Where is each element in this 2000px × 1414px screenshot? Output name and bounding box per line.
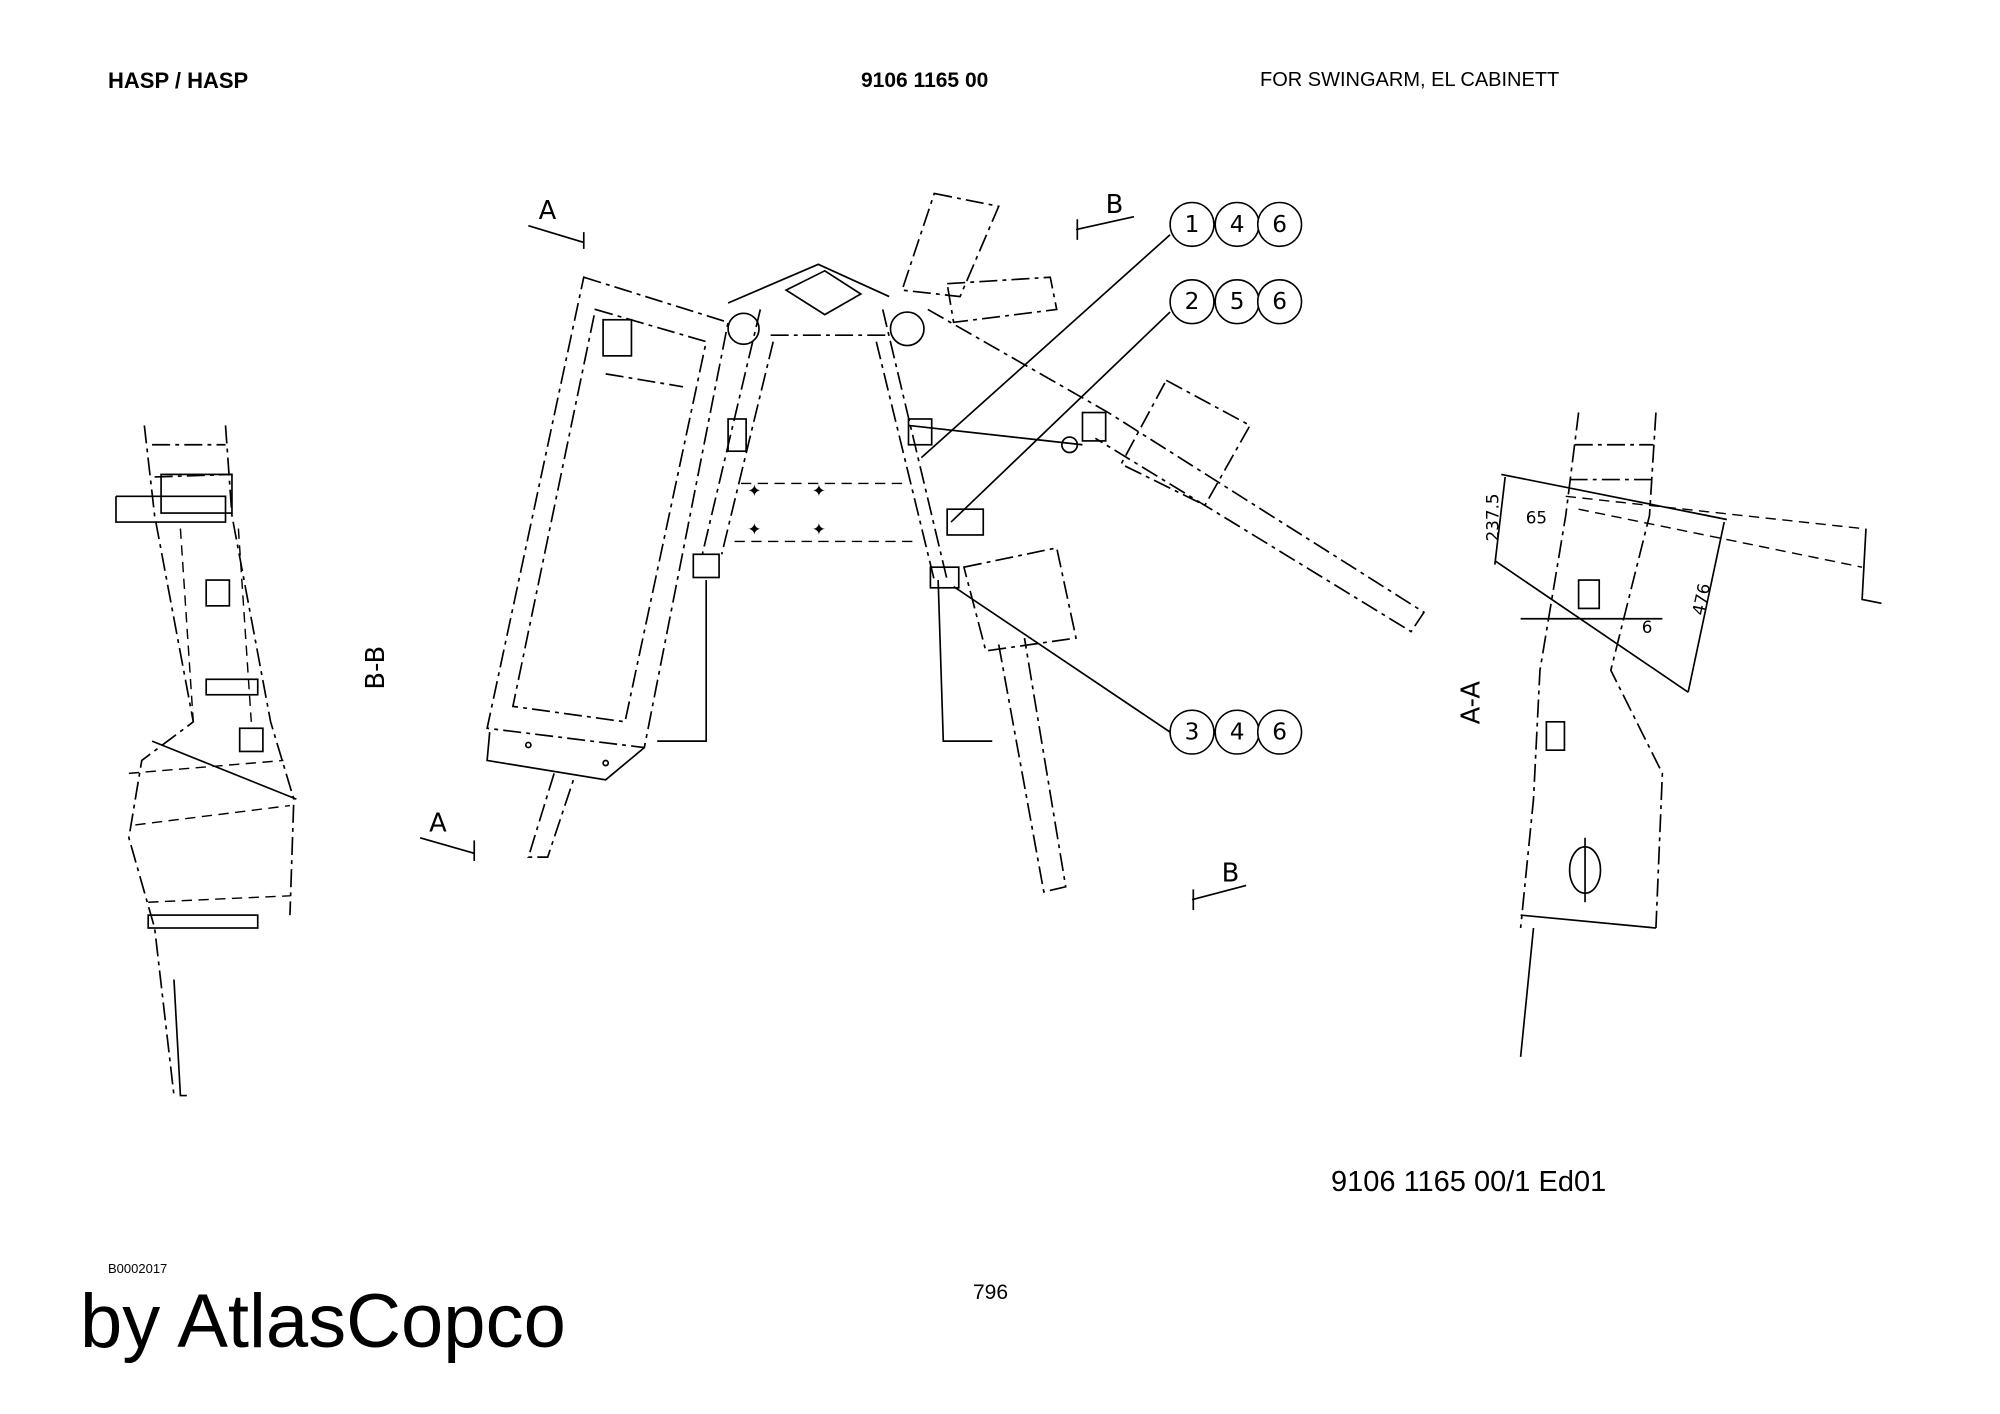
section-arrow-a-top: A <box>528 196 585 249</box>
svg-text:2: 2 <box>1185 288 1200 315</box>
section-arrow-b-top: B <box>1075 190 1135 240</box>
section-arrow-a-bottom: A <box>419 808 476 861</box>
page-number: 796 <box>973 1281 1009 1304</box>
part-description: FOR SWINGARM, EL CABINETT <box>1260 69 1560 91</box>
svg-text:B: B <box>1222 859 1240 889</box>
main-view: ✦ ✦ ✦ ✦ <box>486 192 1426 893</box>
document-code: B0002017 <box>108 1261 168 1276</box>
brand-label: by AtlasCopco <box>80 1279 566 1364</box>
section-view-aa: 237.5 65 476 6 <box>1483 412 1882 1057</box>
dimension-237-5: 237.5 <box>1483 493 1503 541</box>
svg-text:6: 6 <box>1272 288 1287 315</box>
view-label-aa: A-A <box>1456 681 1486 725</box>
dimension-6: 6 <box>1642 617 1653 637</box>
svg-text:A: A <box>539 196 557 226</box>
dimension-65: 65 <box>1526 507 1547 527</box>
svg-text:4: 4 <box>1230 719 1245 746</box>
balloon-group-1: 1 4 6 <box>1169 201 1303 248</box>
drawing-reference: 9106 1165 00/1 Ed01 <box>1331 1166 1607 1198</box>
svg-text:6: 6 <box>1272 211 1287 238</box>
view-label-bb: B-B <box>361 646 391 690</box>
document-title: HASP / HASP <box>108 68 249 93</box>
svg-text:5: 5 <box>1230 288 1245 315</box>
part-number: 9106 1165 00 <box>861 69 989 92</box>
svg-text:✦: ✦ <box>747 480 761 500</box>
dimension-476: 476 <box>1688 582 1714 617</box>
balloon-group-3: 3 4 6 <box>1169 709 1303 755</box>
svg-text:A: A <box>429 808 447 838</box>
svg-text:1: 1 <box>1185 211 1200 238</box>
svg-text:4: 4 <box>1230 211 1245 238</box>
section-arrow-b-bottom: B <box>1191 859 1247 910</box>
svg-text:6: 6 <box>1272 719 1287 746</box>
svg-text:B: B <box>1106 190 1124 220</box>
svg-text:3: 3 <box>1185 719 1200 746</box>
svg-text:✦: ✦ <box>812 519 826 539</box>
svg-text:✦: ✦ <box>747 519 761 539</box>
svg-text:✦: ✦ <box>812 480 826 500</box>
section-view-bb <box>115 425 297 1097</box>
balloon-group-2: 2 5 6 <box>1169 279 1303 325</box>
